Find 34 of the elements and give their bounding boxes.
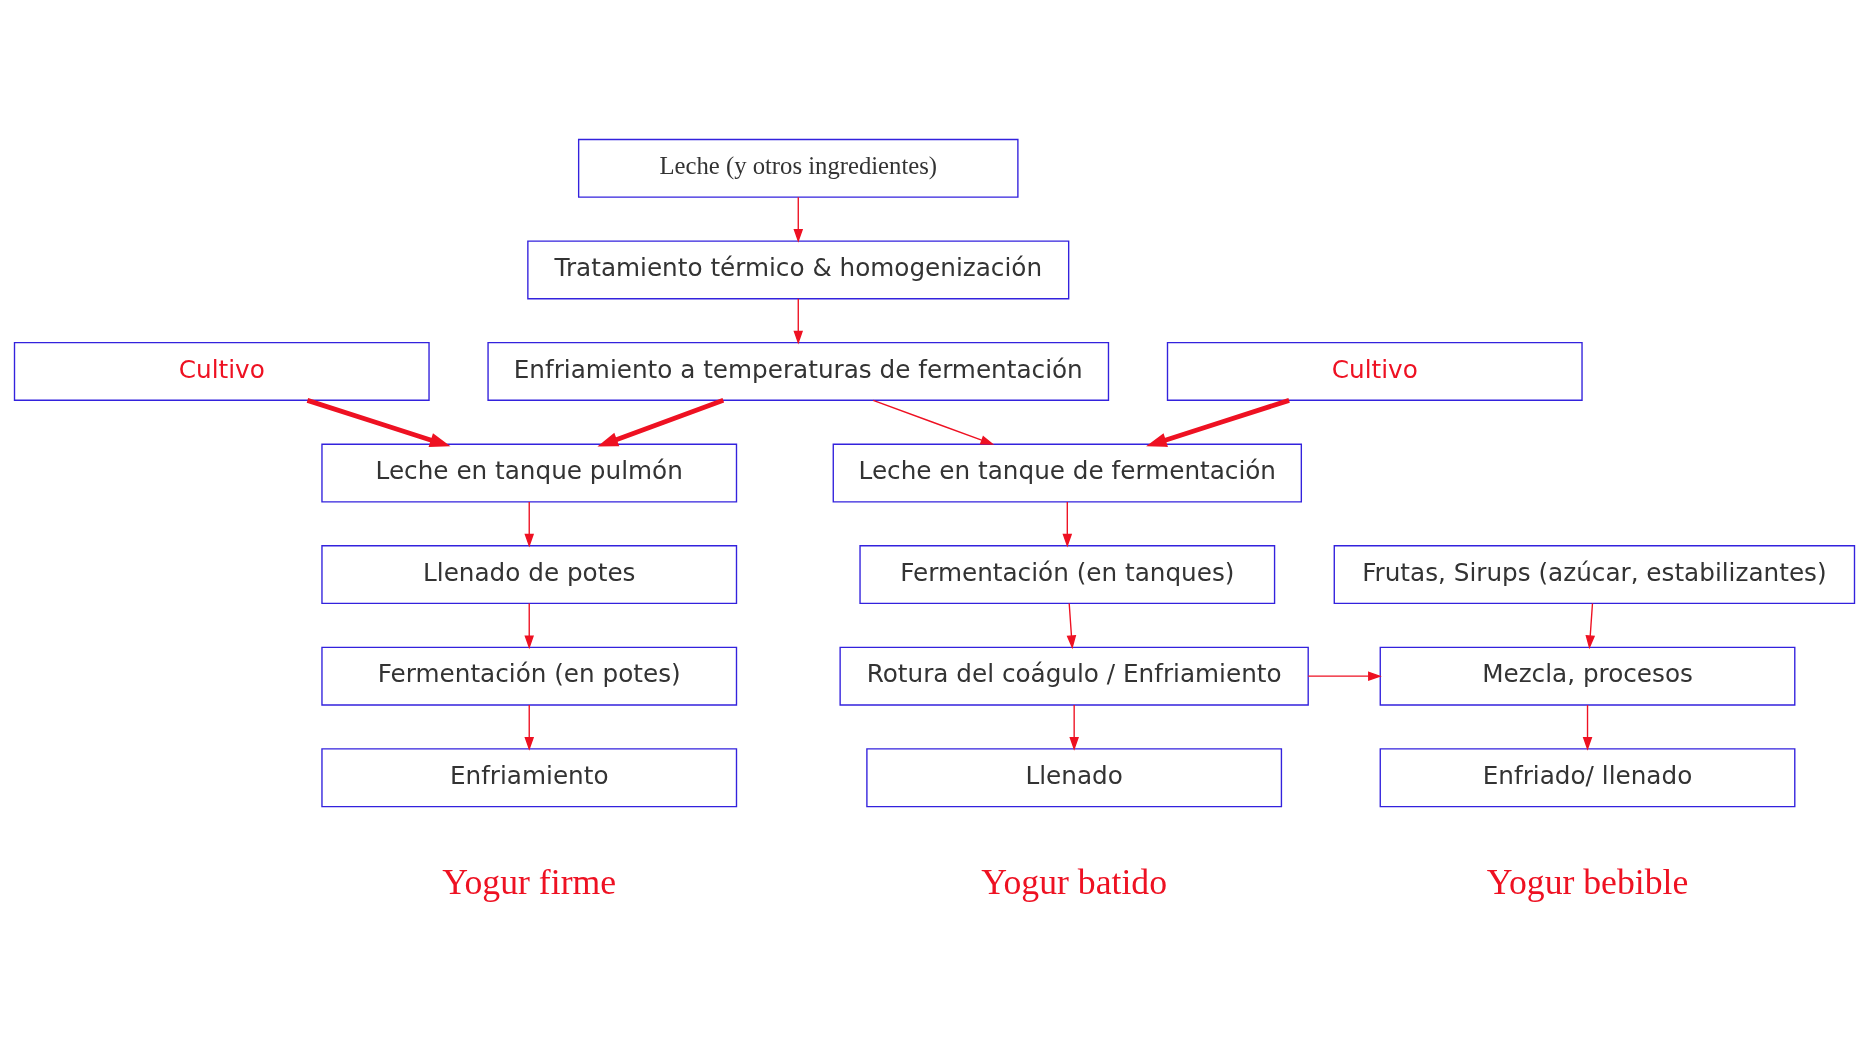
node-box: Rotura del coágulo / Enfriamiento — [838, 646, 1309, 706]
node-box: Cultivo — [1166, 341, 1583, 401]
arrow — [1068, 704, 1079, 751]
node-box: Mezcla, procesos — [1379, 646, 1795, 706]
node-box: Enfriado/ llenado — [1379, 748, 1795, 808]
arrow — [596, 398, 724, 447]
arrow — [1307, 671, 1382, 681]
arrow — [1582, 704, 1592, 751]
arrow — [523, 602, 534, 650]
label: Yogur firme — [441, 862, 616, 903]
arrow — [1145, 398, 1290, 447]
node-box: Frutas, Sirups (azúcar, estabilizantes) — [1333, 545, 1855, 605]
arrow — [1062, 501, 1072, 548]
arrow — [872, 399, 994, 445]
node-box: Leche en tanque de fermentación — [832, 443, 1302, 503]
arrow — [306, 398, 450, 447]
node-box: Llenado de potes — [320, 545, 737, 605]
node-box: Fermentación (en tanques) — [858, 545, 1275, 605]
arrow — [523, 704, 534, 751]
node-box: Enfriamiento — [320, 748, 737, 808]
node-box: Enfriamiento a temperaturas de fermentación — [486, 341, 1109, 401]
node-box: Fermentación (en potes) — [320, 646, 737, 706]
label: Yogur batido — [980, 862, 1167, 903]
node-box: Cultivo — [13, 341, 430, 401]
label: Yogur bebible — [1486, 862, 1688, 903]
arrow — [523, 501, 534, 548]
arrow — [792, 298, 803, 345]
node-box: Llenado — [865, 748, 1282, 808]
node-box: Leche (y otros ingredientes) — [577, 138, 1019, 198]
node-box: Leche en tanque pulmón — [320, 443, 737, 503]
node-box: Tratamiento térmico & homogenización — [526, 240, 1069, 300]
arrow — [1066, 602, 1076, 650]
arrow — [792, 196, 803, 243]
arrow — [1584, 602, 1595, 650]
